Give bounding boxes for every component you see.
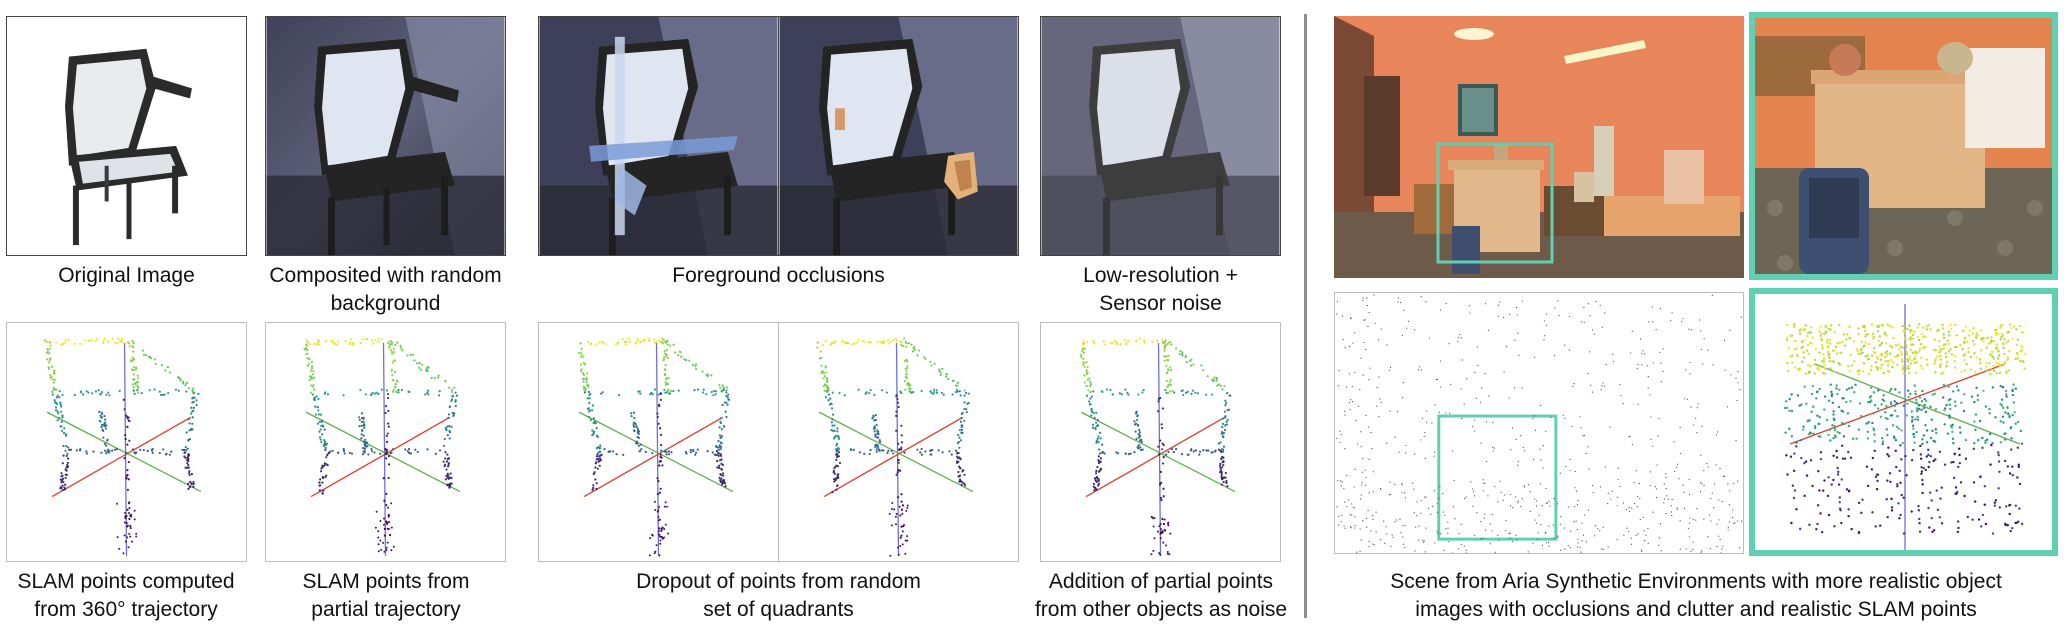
ase-scene-image <box>1334 16 1744 278</box>
caption-slampartial: SLAM points from partial trajectory <box>302 570 470 621</box>
pointcloud-dropout-1 <box>538 322 779 562</box>
lowres-noise-image <box>1040 16 1281 256</box>
pointcloud-addition <box>1040 322 1281 562</box>
ase-zoom-pointcloud <box>1749 288 2058 556</box>
caption-occlusions: Foreground occlusions <box>672 264 885 287</box>
occlusion-image-2 <box>778 16 1019 256</box>
pointcloud-360 <box>6 322 247 562</box>
caption-slam360: SLAM points computed from 360° trajector… <box>17 570 235 621</box>
caption-original: Original Image <box>58 264 195 287</box>
ase-zoom-image <box>1749 12 2058 280</box>
caption-composited: Composited with random background <box>269 264 502 315</box>
ase-slam-points <box>1334 292 1744 554</box>
chair-illustration <box>65 48 192 246</box>
occlusion-image-1 <box>538 16 779 256</box>
caption-dropout: Dropout of points from random set of qua… <box>636 570 921 621</box>
caption-lowres: Low-resolution + Sensor noise <box>1083 264 1238 315</box>
original-chair-image <box>6 16 247 256</box>
pointcloud-partial <box>265 322 506 562</box>
caption-addition: Addition of partial points from other ob… <box>1034 570 1288 621</box>
section-divider <box>1304 14 1307 618</box>
pointcloud-dropout-2 <box>778 322 1019 562</box>
caption-ase: Scene from Aria Synthetic Environments w… <box>1390 570 2002 621</box>
composited-chair-image <box>265 16 506 256</box>
